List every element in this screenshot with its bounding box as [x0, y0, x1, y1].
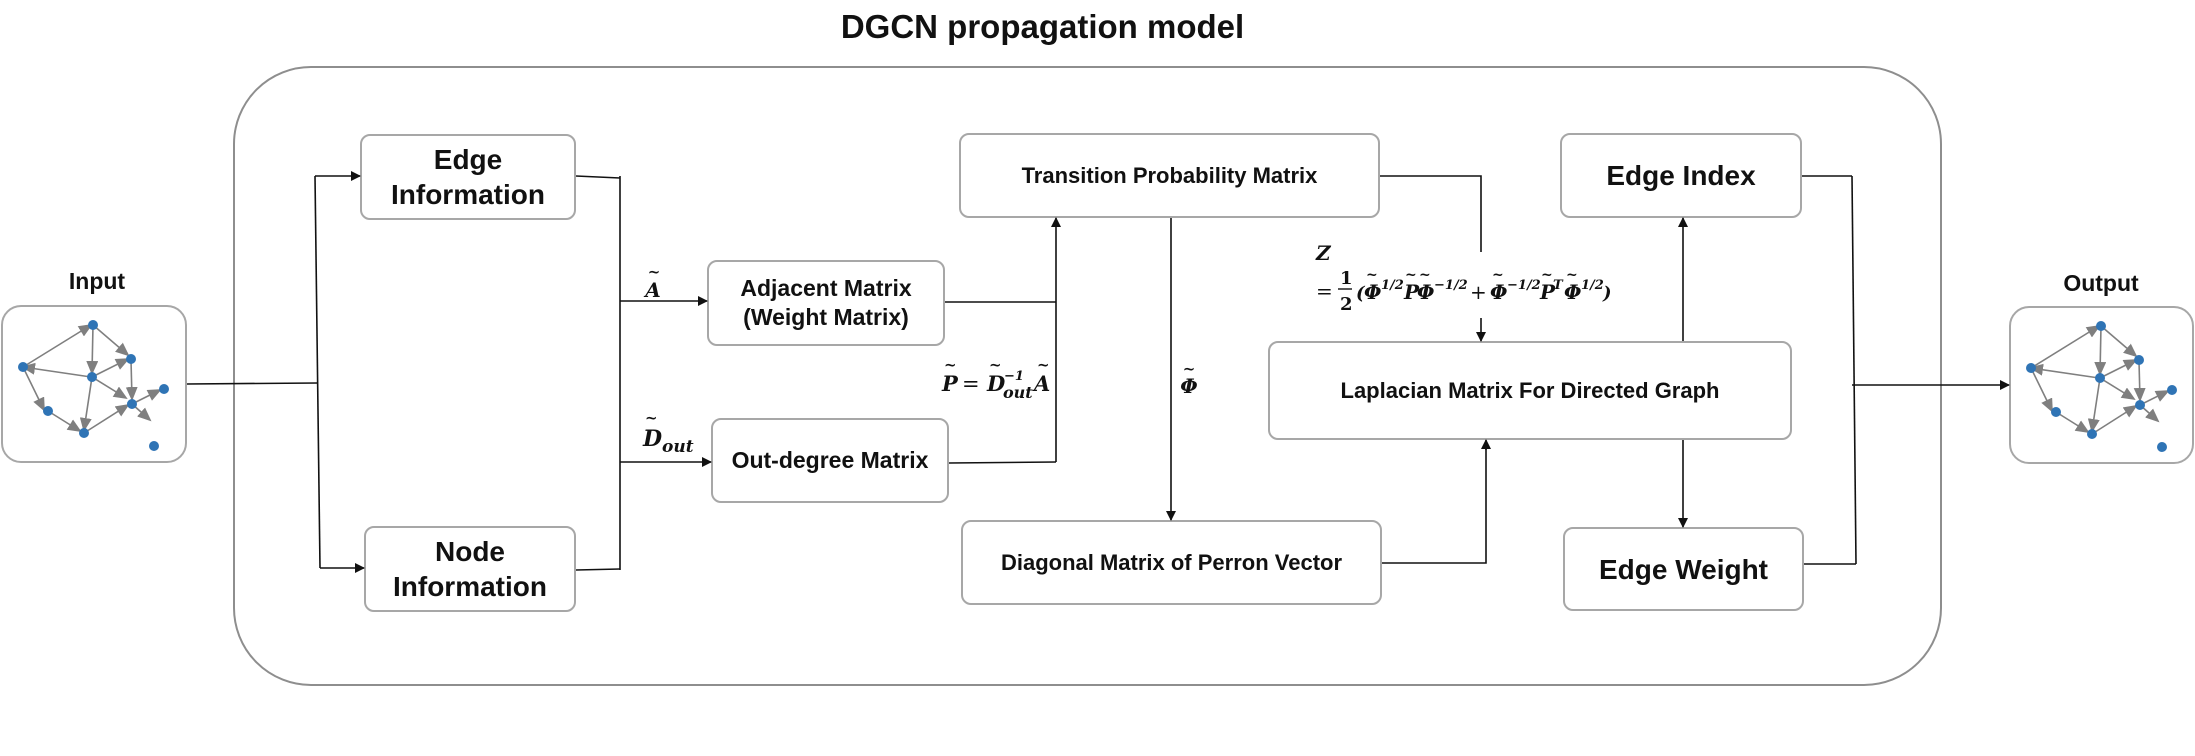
- svg-text:1/2: 1/2: [1381, 278, 1404, 293]
- formula-phi: Φ ~: [1180, 360, 1198, 398]
- svg-text:Φ: Φ: [1180, 374, 1198, 398]
- svg-text:~: ~: [989, 356, 1002, 374]
- svg-text:A: A: [1032, 371, 1050, 396]
- transition-probability-matrix-box: Transition Probability Matrix: [959, 133, 1380, 218]
- diagram-title: DGCN propagation model: [840, 8, 1245, 45]
- svg-text:P: P: [941, 371, 959, 396]
- svg-text:−1/2: −1/2: [1507, 278, 1541, 293]
- laplacian-matrix-box: Laplacian Matrix For Directed Graph: [1268, 341, 1792, 440]
- svg-text:1/2: 1/2: [1581, 278, 1604, 293]
- svg-text:Φ: Φ: [1417, 280, 1435, 304]
- svg-text:~: ~: [648, 263, 661, 281]
- svg-text:2: 2: [1340, 294, 1353, 315]
- svg-text:Φ: Φ: [1364, 280, 1382, 304]
- svg-text:~: ~: [1492, 267, 1504, 283]
- formula-d-out: D out ~: [642, 409, 694, 457]
- svg-text:~: ~: [1405, 267, 1417, 283]
- svg-text:D: D: [986, 371, 1006, 396]
- svg-text:~: ~: [1566, 267, 1578, 283]
- svg-text:=: =: [962, 372, 980, 396]
- input-connector: [186, 382, 319, 385]
- svg-text:−1/2: −1/2: [1434, 278, 1468, 293]
- output-graph: [2026, 321, 2177, 452]
- svg-text:~: ~: [944, 356, 957, 374]
- diagonal-perron-matrix-box: Diagonal Matrix of Perron Vector: [961, 520, 1382, 605]
- edge-information-box: Edge Information: [360, 134, 576, 220]
- svg-text:(: (: [1356, 283, 1366, 304]
- svg-text:1: 1: [1340, 268, 1353, 289]
- output-merge-bus: [1851, 175, 1857, 565]
- svg-text:~: ~: [1183, 360, 1196, 378]
- svg-text:out: out: [662, 437, 694, 457]
- input-graph-frame: [1, 305, 187, 463]
- adjacent-matrix-box: Adjacent Matrix (Weight Matrix): [707, 260, 945, 346]
- input-split-vertical: [314, 175, 321, 569]
- edge-index-box: Edge Index: [1560, 133, 1802, 218]
- outdegree-matrix-box: Out-degree Matrix: [711, 418, 949, 503]
- svg-text:−1: −1: [1004, 369, 1024, 384]
- svg-text:=: =: [1316, 279, 1333, 303]
- svg-text:out: out: [1003, 383, 1033, 402]
- formula-a-tilde: A ~: [643, 263, 661, 302]
- transition-to-laplacian-wire: [1380, 175, 1482, 252]
- svg-text:~: ~: [1366, 267, 1378, 283]
- svg-text:D: D: [642, 426, 662, 452]
- svg-text:~: ~: [645, 409, 658, 427]
- edge-weight-box: Edge Weight: [1563, 527, 1804, 611]
- svg-text:P: P: [1403, 280, 1420, 304]
- formula-z: Z = 1 2 ( Φ ~ 1/2 P ~ Φ ~ −1/2 + Φ ~ −1/…: [1315, 241, 1612, 315]
- diagonal-to-laplacian-wire: [1382, 445, 1487, 564]
- svg-text:Φ: Φ: [1564, 280, 1582, 304]
- svg-text:P: P: [1539, 280, 1556, 304]
- node-info-output-wire: [575, 568, 621, 571]
- propagation-model-container: [233, 66, 1942, 686]
- formula-p-definition: P ~ = D ~ −1 out A ~: [941, 356, 1050, 402]
- svg-text:+: +: [1470, 280, 1487, 304]
- svg-text:~: ~: [1419, 267, 1431, 283]
- edge-info-output-wire: [575, 175, 621, 179]
- svg-text:~: ~: [1037, 356, 1050, 374]
- node-information-box: Node Information: [364, 526, 576, 612]
- output-label: Output: [2063, 270, 2139, 296]
- outdegree-to-transition-wire: [948, 461, 1057, 464]
- svg-text:T: T: [1553, 278, 1564, 293]
- input-label: Input: [68, 268, 126, 294]
- svg-text:): ): [1602, 283, 1612, 304]
- svg-text:Z: Z: [1315, 241, 1332, 265]
- svg-text:Φ: Φ: [1490, 280, 1508, 304]
- input-graph: [18, 320, 169, 451]
- svg-text:A: A: [643, 278, 661, 302]
- svg-text:~: ~: [1541, 267, 1553, 283]
